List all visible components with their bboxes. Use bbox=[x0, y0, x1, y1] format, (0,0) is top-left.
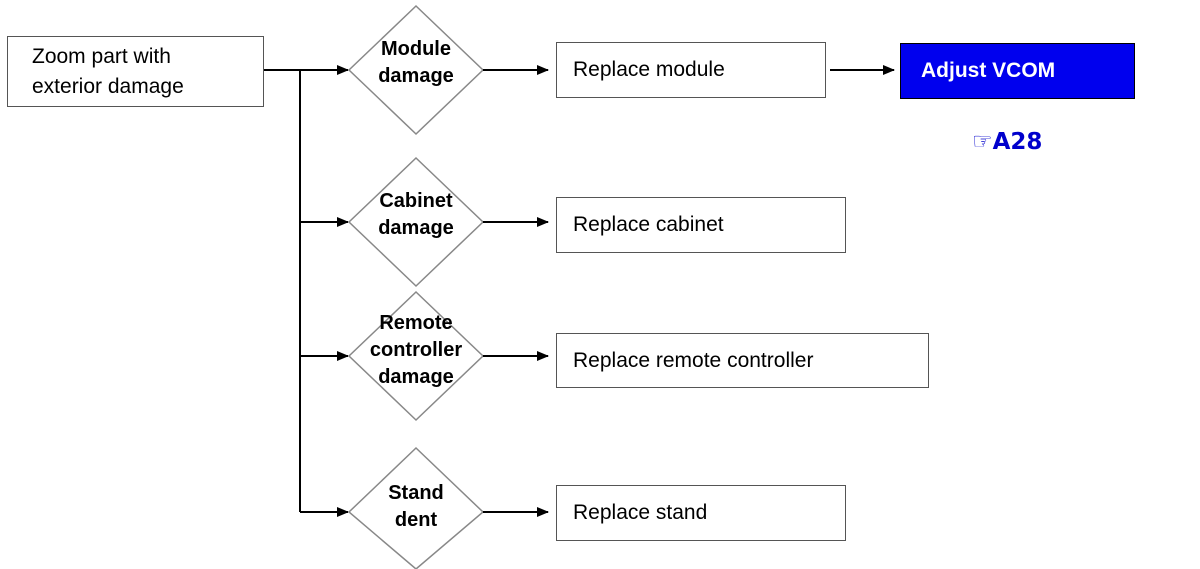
decision-diamond-module bbox=[347, 4, 485, 136]
condition-cabinet-damage: Cabinet damage bbox=[378, 190, 454, 239]
replace-remote-controller-box: Replace remote controller bbox=[556, 333, 929, 388]
adjust-vcom-box: Adjust VCOM bbox=[900, 43, 1135, 99]
replace-stand-box: Replace stand bbox=[556, 485, 846, 541]
condition-remote-controller-damage: Remote controller damage bbox=[369, 312, 463, 388]
condition-stand-dent: Stand dent bbox=[388, 482, 444, 531]
replace-cabinet-box: Replace cabinet bbox=[556, 197, 846, 253]
replace-module-box: Replace module bbox=[556, 42, 826, 98]
reference-a28[interactable]: ☞A28 bbox=[972, 129, 1043, 155]
decision-diamond-cabinet bbox=[347, 156, 485, 288]
decision-diamond-remote bbox=[347, 290, 485, 422]
decision-diamond-stand bbox=[347, 446, 485, 569]
condition-module-damage: Module damage bbox=[378, 38, 454, 87]
start-box: Zoom part with exterior damage bbox=[7, 36, 264, 107]
